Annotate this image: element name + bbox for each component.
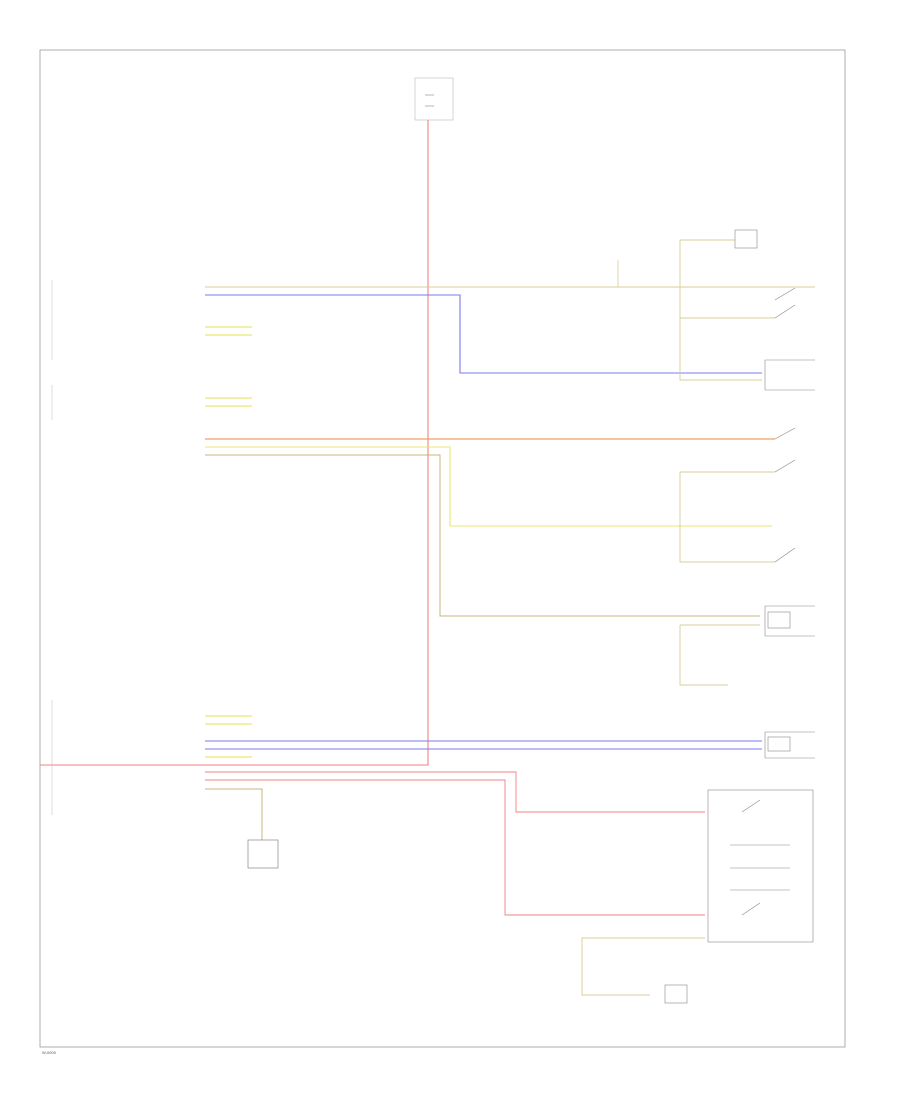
diagram-frame: [39, 49, 846, 1048]
component-ground-bottom: [664, 984, 688, 1004]
ground-bus-lower: [679, 624, 760, 686]
ground-bus-bottom: [581, 937, 705, 996]
footer-code: W-0000: [42, 1050, 57, 1055]
wire-red-branch-upper: [205, 771, 705, 813]
wire-yellow: [205, 446, 772, 527]
ground-component: [247, 839, 279, 869]
ground-bus-upper: [679, 239, 775, 381]
wire-blue-upper: [205, 294, 762, 374]
component-bracket-lower: [764, 731, 815, 759]
wire-brown: [205, 454, 760, 617]
wire-red-branch-lower: [205, 779, 705, 916]
wire-red-main: [40, 120, 429, 766]
switch-yellow: [774, 547, 796, 563]
ground-bus-middle: [679, 471, 775, 563]
fuse-panel-block: [414, 77, 454, 121]
connector-stubs: [205, 326, 252, 758]
component-module-bottom: [707, 789, 814, 943]
wire-ground-left: [205, 788, 263, 840]
component-bracket-blue: [764, 359, 815, 391]
switch-orange: [774, 427, 796, 473]
component-bracket-brown: [764, 605, 815, 637]
switch-upper: [774, 287, 796, 319]
component-switch-top: [734, 229, 758, 249]
